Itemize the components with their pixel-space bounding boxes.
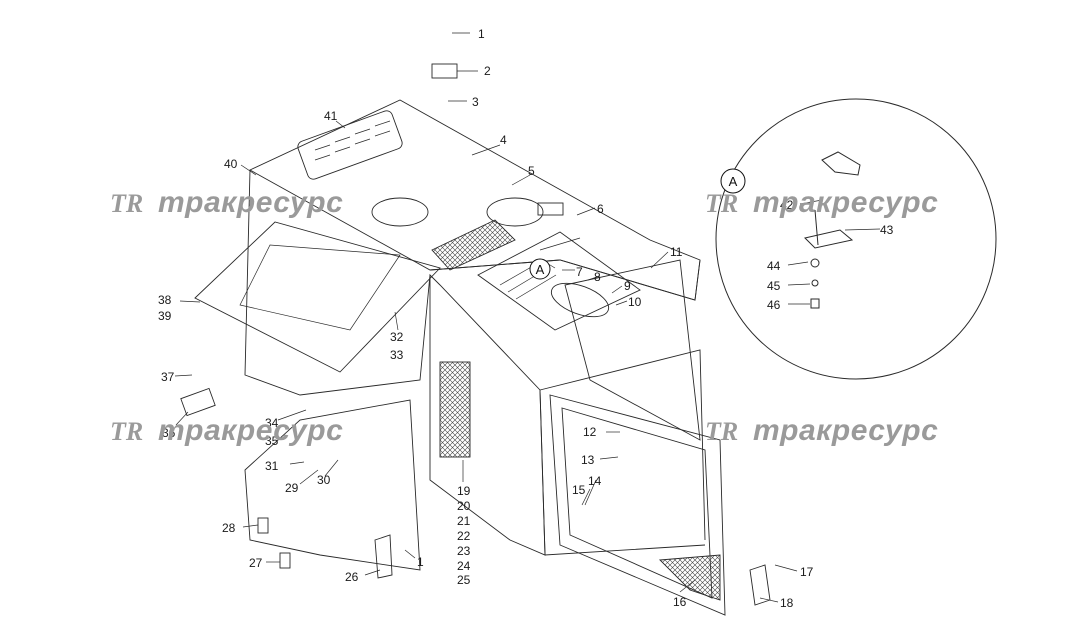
label-1: 1	[478, 27, 485, 41]
watermark-top-left: TR тракресурс	[110, 186, 343, 219]
label-42: 42	[780, 198, 794, 212]
label-2: 2	[484, 64, 491, 78]
roof-vent-left	[297, 110, 403, 180]
label-9: 9	[624, 279, 631, 293]
label-21: 21	[457, 514, 471, 528]
part-labels: 1 2 3 4 5 6 7 8 9 10 11 12 13 14 15 16 1…	[158, 27, 894, 610]
svg-text:A: A	[729, 174, 738, 189]
label-43: 43	[880, 223, 894, 237]
label-22: 22	[457, 529, 471, 543]
label-46: 46	[767, 298, 781, 312]
svg-text:тракресурс: тракресурс	[753, 414, 938, 447]
svg-text:TR: TR	[110, 417, 143, 446]
label-3: 3	[472, 95, 479, 109]
label-36: 36	[162, 426, 176, 440]
label-33: 33	[390, 348, 404, 362]
floor-plate	[244, 399, 421, 571]
label-26: 26	[345, 570, 359, 584]
label-23: 23	[457, 544, 471, 558]
label-41: 41	[324, 109, 338, 123]
label-10: 10	[628, 295, 642, 309]
label-30: 30	[317, 473, 331, 487]
side-grille	[439, 361, 471, 458]
label-14: 14	[588, 474, 602, 488]
label-40: 40	[224, 157, 238, 171]
label-20: 20	[457, 499, 471, 513]
label-44: 44	[767, 259, 781, 273]
label-8: 8	[594, 270, 601, 284]
label-24: 24	[457, 559, 471, 573]
detail-view-a	[715, 98, 997, 380]
label-27: 27	[249, 556, 263, 570]
label-32: 32	[390, 330, 404, 344]
label-1-lower: 1	[417, 555, 424, 569]
svg-text:A: A	[536, 262, 545, 277]
label-31: 31	[265, 459, 279, 473]
label-5: 5	[528, 164, 535, 178]
callout-a-detail: A	[720, 168, 746, 194]
label-13: 13	[581, 453, 595, 467]
leader-lines	[174, 32, 881, 603]
cab-drawing	[180, 63, 771, 616]
label-37: 37	[161, 370, 175, 384]
svg-text:TR: TR	[705, 189, 738, 218]
label-38: 38	[158, 293, 172, 307]
label-6: 6	[597, 202, 604, 216]
watermark-top-right: TR тракресурс	[705, 186, 938, 219]
label-7: 7	[576, 265, 583, 279]
label-29: 29	[285, 481, 299, 495]
watermark-bottom-right: TR тракресурс	[705, 414, 938, 447]
svg-text:тракресурс: тракресурс	[158, 186, 343, 219]
label-17: 17	[800, 565, 814, 579]
label-18: 18	[780, 596, 794, 610]
svg-text:тракресурс: тракресурс	[753, 186, 938, 219]
label-25: 25	[457, 573, 471, 587]
door-frame	[549, 394, 726, 616]
label-39: 39	[158, 309, 172, 323]
label-16: 16	[673, 595, 687, 609]
label-15: 15	[572, 483, 586, 497]
svg-text:тракресурс: тракресурс	[158, 414, 343, 447]
label-12: 12	[583, 425, 597, 439]
callout-a-main: A	[529, 258, 551, 280]
label-4: 4	[500, 133, 507, 147]
label-19: 19	[457, 484, 471, 498]
rear-panel	[194, 221, 441, 373]
svg-text:TR: TR	[110, 189, 143, 218]
svg-text:TR: TR	[705, 417, 738, 446]
label-45: 45	[767, 279, 781, 293]
label-11: 11	[670, 245, 683, 259]
watermark-bottom-left: TR тракресурс	[110, 414, 343, 447]
label-34: 34	[265, 416, 279, 430]
label-35: 35	[265, 434, 279, 448]
label-28: 28	[222, 521, 236, 535]
